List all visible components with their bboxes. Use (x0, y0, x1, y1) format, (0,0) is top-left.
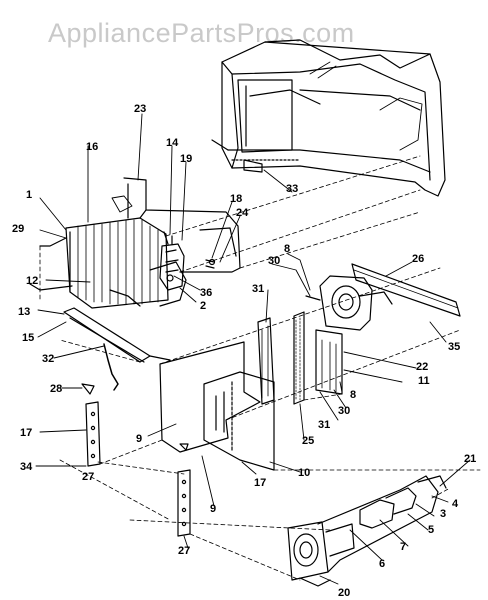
callout-32: 32 (42, 353, 54, 365)
callout-16: 16 (86, 141, 98, 153)
callout-33: 33 (286, 183, 298, 195)
callout-36: 36 (200, 287, 212, 299)
callout-2: 2 (200, 300, 206, 312)
watermark: AppliancePartsPros.com (48, 18, 355, 48)
callout-13: 13 (18, 306, 30, 318)
mounting-strips (85, 401, 191, 537)
callout-29: 29 (12, 223, 24, 235)
control-assembly (159, 231, 185, 291)
callout-9a: 9 (136, 433, 142, 445)
callout-27b: 27 (178, 545, 190, 557)
tubing-32 (103, 343, 119, 391)
drain-rail (63, 307, 171, 363)
evaporator-coil (29, 217, 187, 309)
partition-panel (159, 341, 275, 471)
callout-8a: 8 (284, 243, 290, 255)
callout-1: 1 (26, 189, 32, 201)
air-duct-housing (111, 177, 241, 273)
top-rail (351, 263, 461, 317)
callout-9b: 9 (210, 503, 216, 515)
callout-23: 23 (134, 103, 146, 115)
callout-31a: 31 (252, 283, 264, 295)
callout-14: 14 (166, 137, 179, 149)
heater-brackets (257, 311, 305, 405)
callout-30a: 30 (268, 255, 280, 267)
callout-10: 10 (298, 467, 310, 479)
callout-17a: 17 (20, 427, 32, 439)
callout-34: 34 (20, 461, 33, 473)
callout-22: 22 (416, 361, 428, 373)
callout-8b: 8 (350, 389, 356, 401)
callout-28: 28 (50, 383, 62, 395)
callout-4: 4 (452, 498, 459, 510)
callout-11: 11 (418, 375, 430, 387)
callout-5: 5 (428, 524, 434, 536)
callout-7: 7 (400, 541, 406, 553)
blower-assembly (287, 475, 447, 587)
callout-12: 12 (26, 275, 38, 287)
fan-motor (305, 275, 393, 331)
callout-26: 26 (412, 253, 424, 265)
right-bracket (315, 329, 343, 395)
leader-lines (35, 113, 471, 585)
callout-3: 3 (440, 508, 446, 520)
callout-30b: 30 (338, 405, 350, 417)
callout-27a: 27 (82, 471, 94, 483)
callout-31b: 31 (318, 419, 330, 431)
callout-21: 21 (464, 453, 476, 465)
callout-20: 20 (338, 587, 350, 599)
callout-6: 6 (379, 558, 385, 570)
callout-35: 35 (448, 341, 460, 353)
callout-17b: 17 (254, 477, 266, 489)
cabinet-housing (211, 39, 446, 197)
callout-labels: 1 2 3 4 5 6 7 8 8 9 9 10 11 12 13 14 15 … (12, 103, 476, 599)
callout-25: 25 (302, 435, 314, 447)
callout-19: 19 (180, 153, 192, 165)
callout-15: 15 (22, 332, 34, 344)
callout-24: 24 (236, 207, 249, 219)
assembly-lines (39, 155, 481, 581)
callout-18: 18 (230, 193, 242, 205)
